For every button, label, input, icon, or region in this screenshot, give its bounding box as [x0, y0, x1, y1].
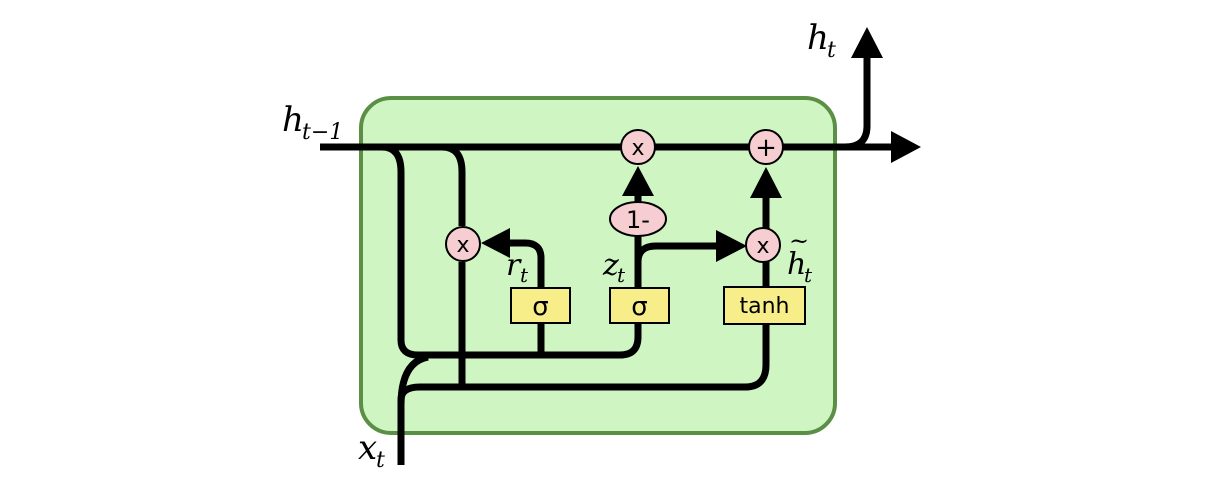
- candidate-gate-box: [723, 286, 806, 325]
- label-z-sub: t: [617, 263, 626, 287]
- candidate-multiply-op: x: [745, 227, 781, 263]
- update-gate: σ: [609, 287, 670, 324]
- gru-cell-body: [359, 96, 837, 435]
- one-minus-op: 1-: [609, 201, 667, 237]
- label-h-prev-base: h: [282, 100, 304, 140]
- x-to-upper-merge-wire: [397, 353, 429, 406]
- update-gate-right-wire: [634, 242, 722, 263]
- hidden-state-arrowhead: [891, 131, 921, 163]
- reset-multiply-circle: [445, 226, 481, 262]
- label-h-tilde-base: h: [787, 247, 806, 282]
- label-h-tilde: ~ h t: [787, 227, 813, 287]
- label-r-sub: t: [520, 263, 529, 287]
- update-gate-label: σ: [631, 292, 647, 322]
- reset-gate-box: [510, 287, 571, 324]
- top-multiply-circle: [620, 129, 656, 165]
- label-h-out-sub: t: [827, 38, 836, 63]
- reset-gate-label: σ: [532, 292, 548, 322]
- label-x-in: x t: [358, 428, 385, 473]
- top-add-symbol: +: [755, 133, 777, 163]
- reset-gate-output-wire: [507, 239, 545, 288]
- update-gate-box: [609, 287, 670, 324]
- label-h-tilde-sub: t: [804, 263, 813, 287]
- candidate-arrowhead: [750, 167, 782, 198]
- reset-multiply-op: x: [445, 226, 481, 262]
- top-add-op: +: [748, 129, 784, 165]
- one-minus-ellipse: [609, 201, 667, 237]
- label-r-base: r: [506, 248, 522, 283]
- reset-gate-arrowhead: [481, 228, 510, 258]
- label-h-out-base: h: [807, 18, 829, 58]
- candidate-gate-label: tanh: [740, 294, 790, 319]
- top-multiply-symbol: x: [631, 136, 644, 161]
- top-multiply-op: x: [620, 129, 656, 165]
- top-add-circle: [748, 129, 784, 165]
- candidate-multiply-circle: [745, 227, 781, 263]
- label-h-prev-sub: t−1: [302, 120, 343, 145]
- reset-gate: σ: [510, 287, 571, 324]
- one-minus-symbol: 1-: [626, 206, 650, 234]
- reset-multiply-symbol: x: [456, 233, 469, 258]
- label-r: r t: [506, 248, 529, 287]
- one-minus-arrowhead: [622, 166, 654, 196]
- label-z-base: z: [602, 248, 619, 283]
- output-wire: [844, 56, 871, 151]
- output-arrowhead: [851, 27, 883, 58]
- candidate-gate: tanh: [723, 286, 806, 325]
- label-h-out: h t: [807, 18, 836, 63]
- label-x-in-base: x: [358, 428, 377, 468]
- label-x-in-sub: t: [376, 448, 385, 473]
- candidate-multiply-symbol: x: [756, 234, 769, 259]
- label-h-prev: h t−1: [282, 100, 343, 145]
- label-h-tilde-accent: ~: [789, 227, 809, 255]
- hprev-to-gates-wire: [381, 143, 642, 359]
- hprev-to-reset-mul-wire: [441, 143, 466, 226]
- label-z: z t: [602, 248, 626, 287]
- update-gate-arrowhead: [716, 230, 747, 262]
